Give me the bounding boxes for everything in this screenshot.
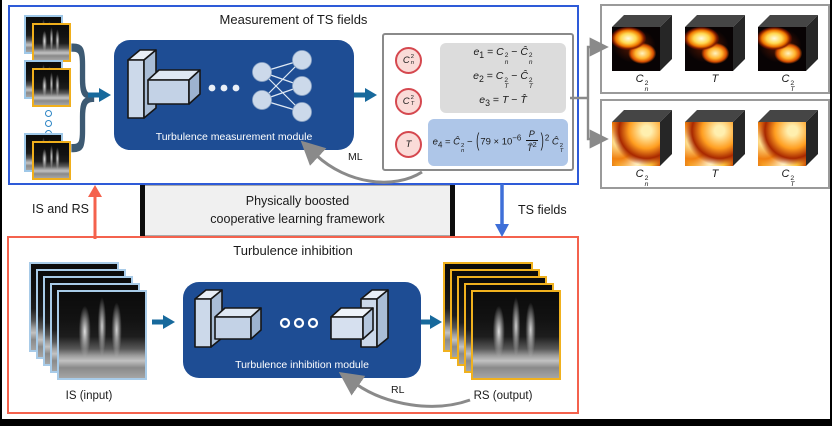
measurement-module-label: Turbulence measurement module [155,131,313,143]
measurement-section: Measurement of TS fields } [8,5,579,185]
framework-line1: Physically boosted [245,194,350,208]
stack-brace: } [64,23,102,161]
inhibition-section: Turbulence inhibition IS (input) [7,236,579,414]
turbulence-inhibition-module: Turbulence inhibition module [183,282,421,378]
heatmap-cube [612,110,672,166]
framework-box: Physically boosted cooperative learning … [140,185,455,236]
framework-line2: cooperative learning framework [210,211,385,226]
ts-fields-label: TS fields [518,203,567,217]
heatmap-cube [685,110,745,166]
equation-e3: e3 = T − T̂ [479,94,527,109]
heatmap-cube [758,15,818,71]
heatmap-cube-item: T [682,110,748,180]
framework-label: Physically boosted cooperative learning … [141,193,454,228]
heatmap-cube [685,15,745,71]
rs-output-stack [443,262,563,382]
ts-fields-down-arrow [495,184,509,237]
rs-mini-frame [32,68,71,107]
turbulence-measurement-module: Turbulence measurement module [114,40,354,150]
is-input-stack [29,262,149,382]
rs-output-label: RS (output) [473,390,533,402]
measurement-title: Measurement of TS fields [219,12,368,27]
heatmap-cube [612,15,672,71]
heatmap-cube [758,110,818,166]
cube-label-t: T [711,73,719,85]
rl-label: RL [391,384,405,396]
output-circle-t: T [395,131,422,158]
is-rs-label: IS and RS [32,202,89,216]
conv-and-nn-icon [127,49,312,122]
is-input-label: IS (input) [65,390,113,402]
inhibition-title: Turbulence inhibition [233,243,353,258]
image-pair [24,133,71,180]
inhibition-module-label: Turbulence inhibition module [235,359,369,371]
rs-mini-frame [32,141,71,180]
framework-bar-left [140,185,145,236]
is-rs-up-arrow [88,185,102,239]
cube-label-t: T [711,168,719,180]
framework-bar-right [450,185,455,236]
conv-blocks-icon [194,289,389,348]
image-pair [24,60,71,107]
input-image-stack [24,15,104,180]
ml-label: ML [348,151,363,163]
figure-background: Measurement of TS fields } [2,0,830,419]
heatmap-cube-item: T [682,15,748,85]
